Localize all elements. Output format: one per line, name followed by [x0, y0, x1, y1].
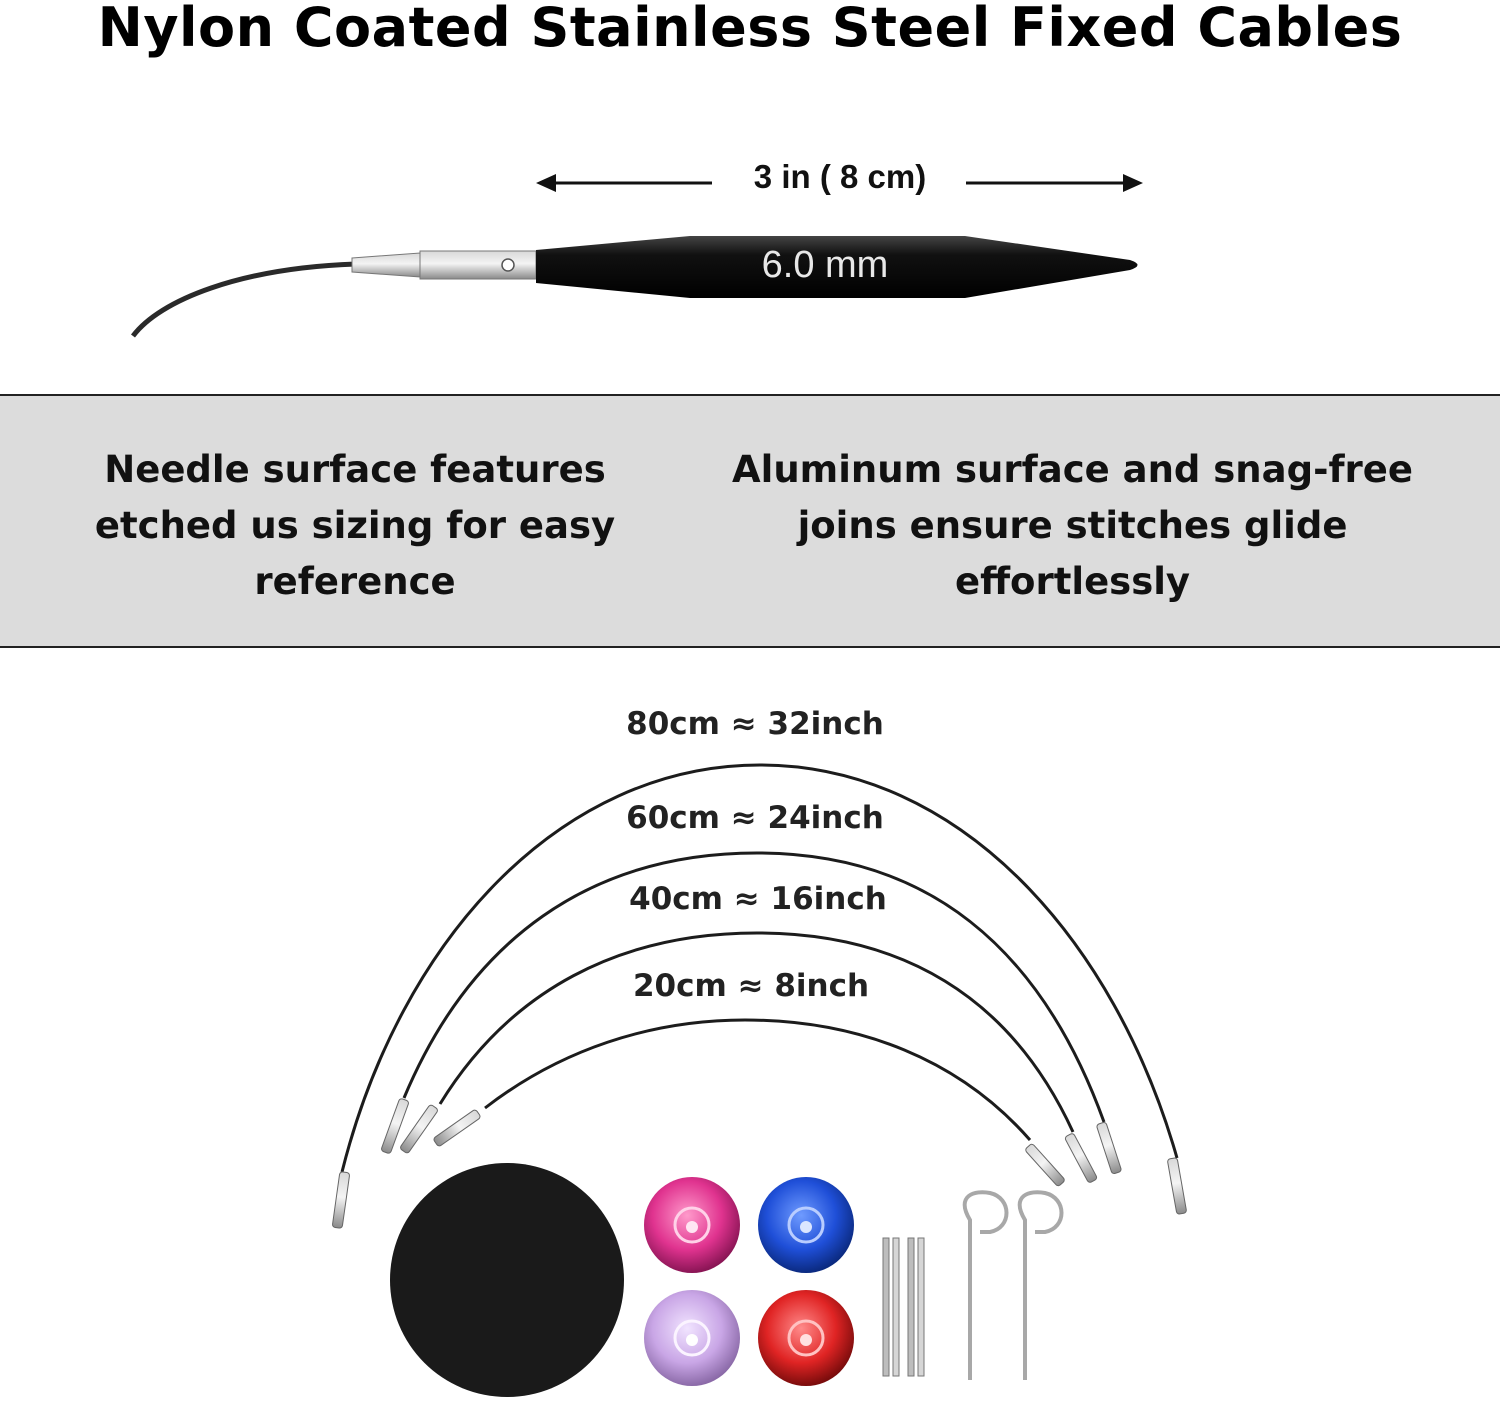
tip-length-label: 3 in ( 8 cm)	[753, 158, 927, 195]
page-title: Nylon Coated Stainless Steel Fixed Cable…	[97, 0, 1403, 59]
needle-tip	[131, 236, 1138, 338]
cable-label-80cm: 80cm ≈ 32inch	[626, 706, 884, 742]
feature-left-text: Needle surface features etched us sizing…	[94, 448, 616, 603]
stopper-lilac	[644, 1290, 740, 1386]
feature-right-text: Aluminum surface and snag-free joins ens…	[732, 448, 1413, 603]
cable-connectors	[882, 1237, 925, 1377]
cable-40cm	[400, 931, 1098, 1183]
tightening-keys	[962, 1190, 1064, 1380]
stopper-blue	[758, 1177, 854, 1273]
length-arrow-left	[536, 174, 712, 192]
gripper-pad	[390, 1163, 624, 1397]
feature-band: Needle surface features etched us sizing…	[0, 394, 1500, 648]
tip-size-etching: 6.0 mm	[761, 244, 889, 286]
cable-60cm	[381, 851, 1122, 1174]
cable-label-60cm: 60cm ≈ 24inch	[626, 800, 884, 836]
cable-label-40cm: 40cm ≈ 16inch	[629, 881, 887, 917]
cable-80cm	[332, 763, 1187, 1229]
length-arrow-right	[966, 174, 1143, 192]
stopper-pink	[644, 1177, 740, 1273]
cable-label-20cm: 20cm ≈ 8inch	[632, 968, 870, 1004]
stopper-red	[758, 1290, 854, 1386]
cable-20cm	[433, 1018, 1065, 1187]
